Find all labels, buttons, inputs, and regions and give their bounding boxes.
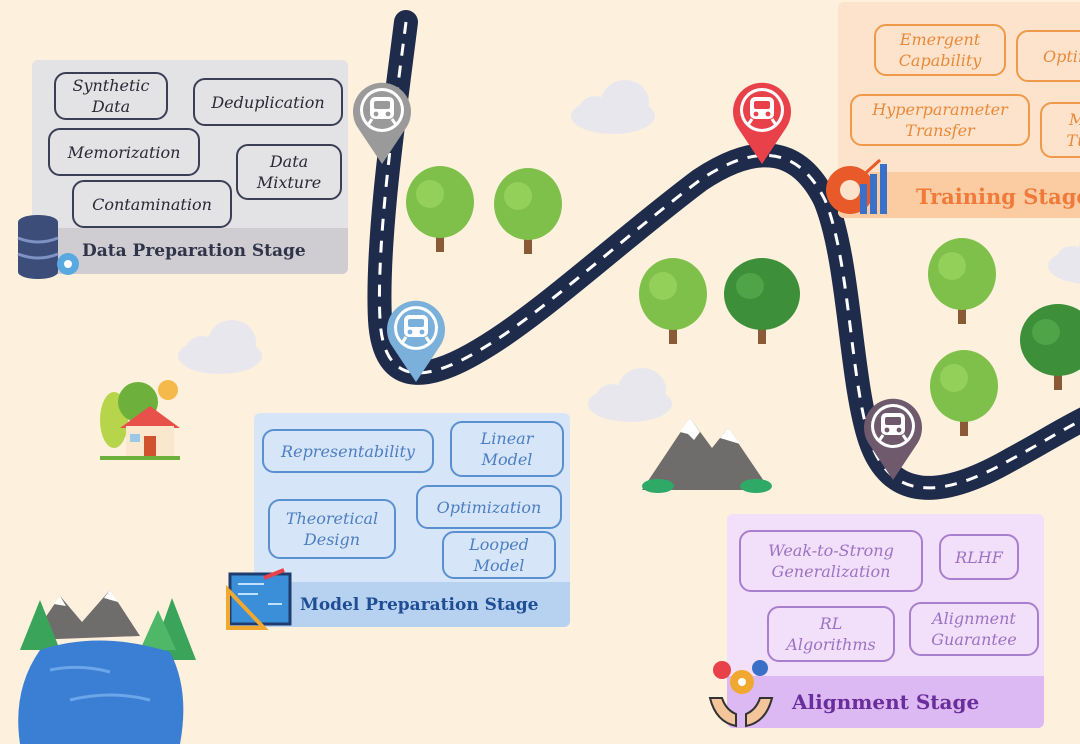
alignment-stage-label-bar — [727, 676, 1044, 728]
tag-alignment-guarantee: Alignment Guarantee — [909, 602, 1039, 656]
cloud-icon — [588, 368, 672, 422]
lake-icon — [18, 590, 196, 744]
tag-optimization: Optimization — [416, 485, 562, 529]
data-stage-label-bar — [32, 228, 348, 274]
alignment-stage-title: Alignment Stage — [792, 690, 980, 714]
house-icon — [100, 380, 180, 460]
tag-memorization: Memorization — [48, 128, 200, 176]
cloud-icon — [178, 320, 262, 374]
tree-icon — [492, 166, 564, 256]
tag-data-mixture: Data Mixture — [236, 144, 342, 200]
tree-icon — [404, 164, 476, 254]
cloud-icon — [571, 80, 655, 134]
database-gear-icon — [17, 215, 79, 279]
pin-training-stage[interactable] — [733, 82, 791, 164]
tag-rl-algorithms: RL Algorithms — [767, 606, 895, 662]
tag-linear-model: Linear Model — [450, 421, 564, 477]
tree-icon — [724, 258, 800, 344]
tag-weak-to-strong: Weak-to-Strong Generalization — [739, 530, 923, 592]
model-stage-title: Model Preparation Stage — [300, 595, 539, 615]
tag-representability: Representability — [262, 429, 434, 473]
tree-icon — [926, 236, 998, 326]
tag-rlhf: RLHF — [939, 534, 1019, 580]
tree-icon — [928, 348, 1000, 438]
hands-gears-icon — [708, 660, 774, 728]
tag-theoretical-design: Theoretical Design — [268, 499, 396, 559]
tree-icon — [1020, 304, 1080, 390]
mountain-icon — [642, 418, 772, 493]
road — [367, 10, 1080, 500]
tree-icon — [637, 256, 709, 346]
model-stage-label-bar — [254, 582, 570, 627]
tag-deduplication: Deduplication — [193, 78, 343, 126]
tag-looped-model: Looped Model — [442, 531, 556, 579]
data-stage-title: Data Preparation Stage — [82, 241, 306, 261]
tag-contamination: Contamination — [72, 180, 232, 228]
pin-data-stage[interactable] — [353, 82, 411, 164]
cloud-icon — [1048, 230, 1080, 284]
blueprint-icon — [226, 568, 292, 630]
tag-synthetic-data: Synthetic Data — [54, 72, 168, 120]
pin-model-stage[interactable] — [387, 300, 445, 382]
gear-chart-icon — [826, 158, 887, 214]
pin-alignment-stage[interactable] — [864, 398, 922, 480]
